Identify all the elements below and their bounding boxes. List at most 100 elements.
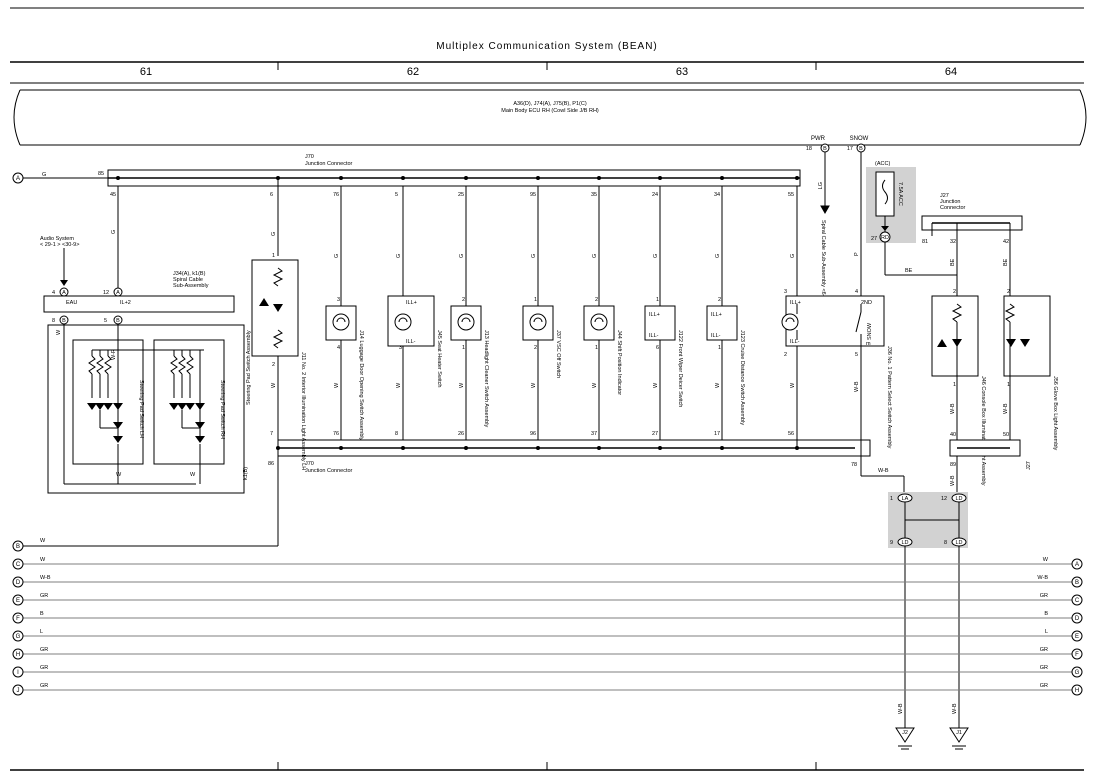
lamp-filament <box>336 317 346 323</box>
pin-number: 2 <box>272 362 275 368</box>
pin-number: 76 <box>333 431 339 437</box>
wire-color-label: W <box>396 382 402 388</box>
pin-label: 2ND <box>861 300 872 306</box>
pin-number: 1 <box>272 253 275 259</box>
led-icon <box>113 436 123 443</box>
pin-number: 12 <box>941 496 947 502</box>
pin-number: 18 <box>806 146 812 152</box>
connector-letter: A <box>116 290 120 296</box>
lamp-filament <box>594 317 604 323</box>
pin-number: 4 <box>337 345 340 351</box>
switch-box <box>644 305 676 341</box>
j27-sub: Junction <box>940 199 961 205</box>
wire-ref-marker <box>1071 576 1083 588</box>
wire-color-label: W-B <box>952 703 958 714</box>
wire-color-label: GR <box>1040 665 1048 671</box>
arrow-icon <box>820 205 830 215</box>
wire-ref-marker <box>12 666 24 678</box>
connector-letter: RD <box>881 235 889 241</box>
pin-number: 2 <box>718 297 721 303</box>
wire-color-label: W <box>1043 557 1049 563</box>
wire-color-label: W-B <box>854 381 860 392</box>
connector-letter: B <box>823 146 827 152</box>
wire-ref-marker <box>1071 612 1083 624</box>
wire-color-label: W <box>271 382 277 388</box>
pin-number: 85 <box>98 171 104 177</box>
wire-ref-letter: F <box>1075 652 1079 658</box>
steering-pad-components <box>87 350 205 484</box>
pin-label: ILL- <box>649 333 659 339</box>
j27-bottom-label: J27 <box>1026 461 1032 470</box>
led-icon <box>195 403 205 410</box>
wire-ref-letter: E <box>1075 634 1079 640</box>
pin-number: 32 <box>950 239 956 245</box>
wire-color-label: G <box>790 254 796 258</box>
wire-color-label: W-B <box>1003 403 1009 414</box>
wire-ref-marker <box>1071 666 1083 678</box>
spiral-cable-label: Sub-Assembly <box>173 283 209 289</box>
pin-number: 5 <box>855 352 858 358</box>
j70-bottom-sub: Junction Connector <box>305 468 353 474</box>
j70-top-label: J70 <box>305 154 314 160</box>
junction-dot <box>536 446 540 450</box>
arrow-icon <box>881 226 889 231</box>
lamp-filament <box>785 317 795 323</box>
wire-color-label: G <box>531 254 537 258</box>
j11-column: 6 G 7 1 2 W J11 No. 2 Interior Illuminat… <box>23 178 306 547</box>
wire-ref-letter: D <box>16 580 21 586</box>
wire-color-label: GR <box>1040 683 1048 689</box>
switch-box <box>706 305 738 341</box>
ground-icon <box>895 727 915 743</box>
pin-number: 1 <box>656 297 659 303</box>
resistor-icon <box>272 267 284 287</box>
pin-label: ILL- <box>406 339 416 345</box>
pin-number: 5 <box>395 192 398 198</box>
junction-dot <box>597 176 601 180</box>
pin-number: 3 <box>784 289 787 295</box>
pin-number: 2 <box>953 289 956 295</box>
pin-number: 56 <box>788 431 794 437</box>
pin-number: 4 <box>52 290 55 296</box>
wire-color-label: W-R <box>111 349 117 360</box>
pin-label: ILL+ <box>406 300 417 306</box>
led-icon <box>273 304 283 312</box>
led-icon <box>1020 339 1030 347</box>
pin-number: 1 <box>890 496 893 502</box>
pin-number: 34 <box>714 192 720 198</box>
wire-color-label: G <box>715 254 721 258</box>
wire-ref-letter: B <box>16 544 20 550</box>
led-icon <box>169 403 179 410</box>
switch-lh-label: Steering Pad Switch LH <box>138 380 144 438</box>
wire-color-label: B <box>40 611 44 617</box>
wire-color-label: W-B <box>878 468 889 474</box>
resistor-icon <box>88 355 96 375</box>
lamp-filament <box>533 317 543 323</box>
lamp-icon <box>457 313 475 331</box>
audio-system-ref: < 29-1 > <30-9> <box>40 242 79 248</box>
junction-dot <box>464 176 468 180</box>
junction-dot <box>464 446 468 450</box>
pin-number: 86 <box>268 461 274 467</box>
resistor-icon <box>186 355 194 375</box>
junction-dot <box>401 176 405 180</box>
spiral-cable-label: Spiral Cable Sub-Assembly <6-4> <box>820 220 826 303</box>
component-label: J37 VSC Off Switch <box>555 330 561 378</box>
wire-color-label: W <box>56 329 62 335</box>
pwr-label: PWR <box>811 136 826 142</box>
wire-color-label: L <box>1045 629 1048 635</box>
wire-ref-letter: C <box>1075 598 1080 604</box>
pin-number: 1 <box>462 345 465 351</box>
wire-ref-marker <box>1071 558 1083 570</box>
steering-pad-section: Audio System < 29-1 > <30-9> 4 A 12 A 45… <box>40 186 252 494</box>
wire-color-label: G <box>271 232 277 236</box>
pin-number: 8 <box>944 540 947 546</box>
wire-ref-marker <box>1071 648 1083 660</box>
connector-letter: LA <box>902 496 909 502</box>
wire-ref-letter: I <box>17 670 19 676</box>
ecu-name: Main Body ECU RH (Cowl Side J/B RH) <box>501 108 599 114</box>
wire-ref-letter: A <box>16 176 20 182</box>
wire-color-label: G <box>592 254 598 258</box>
component-label: J14 Luggage Door Opening Switch Assembly <box>358 330 364 441</box>
wire-color-label: W <box>334 382 340 388</box>
acc-label: (ACC) <box>875 161 890 167</box>
